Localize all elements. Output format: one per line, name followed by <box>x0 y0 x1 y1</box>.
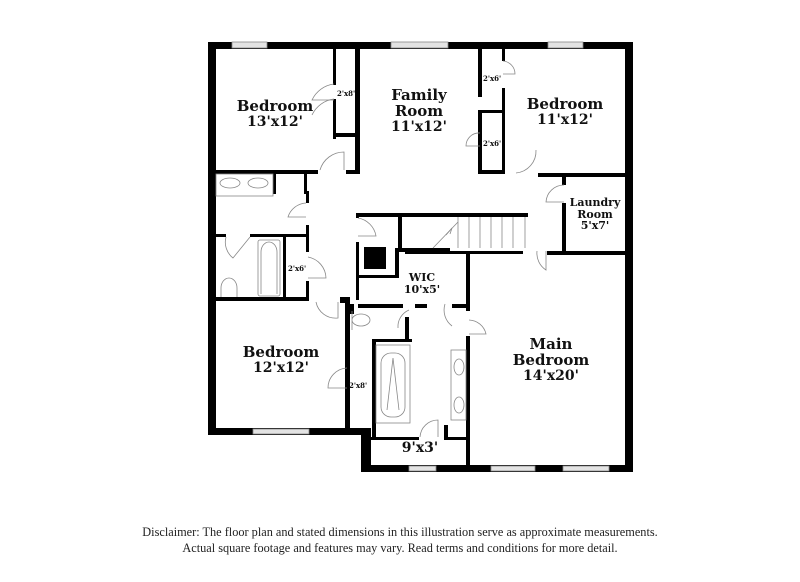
room-dimensions: 11'x12' <box>537 111 593 128</box>
closet-label: 2'x8' <box>337 89 356 98</box>
room-dimensions: 12'x12' <box>253 359 309 376</box>
toilet-icon <box>220 277 238 297</box>
closet-label: 2'x8' <box>349 381 368 390</box>
room-bedroom-sw: Bedroom 12'x12' <box>228 343 334 376</box>
sink-icon <box>453 358 465 376</box>
room-dimensions: 11'x12' <box>391 118 447 135</box>
stairs <box>432 217 526 249</box>
room-name-line2: Room <box>394 101 444 120</box>
room-dimensions: 14'x20' <box>523 367 579 384</box>
room-bedroom-nw: Bedroom 13'x12' <box>222 97 328 130</box>
toilet-icon <box>351 311 371 330</box>
double-vanity <box>215 173 274 197</box>
room-dimensions: 10'x5' <box>403 282 441 296</box>
disclaimer-line2: Actual square footage and features may v… <box>182 541 618 555</box>
bathtub-icon <box>375 344 411 424</box>
closet-label: 2'x6' <box>483 139 502 148</box>
double-vanity <box>450 349 467 421</box>
sink-icon <box>247 177 269 189</box>
room-bedroom-ne: Bedroom 11'x12' <box>515 95 615 128</box>
room-name: Bedroom <box>242 343 320 361</box>
room-name-line1: Laundry <box>569 196 621 209</box>
room-name: Bedroom <box>236 97 314 115</box>
room-name-line2: Bedroom <box>512 350 590 369</box>
room-laundry: Laundry Room 5'x7' <box>565 197 625 232</box>
room-wic: WIC 10'x5' <box>398 272 446 295</box>
room-dimensions: 9'x3' <box>401 440 439 456</box>
windows <box>231 41 610 472</box>
room-name: WIC <box>408 271 436 284</box>
room-main-bedroom: Main Bedroom 14'x20' <box>496 335 606 384</box>
bathtub-icon <box>257 239 281 297</box>
sink-icon <box>219 177 241 189</box>
room-dimensions: 13'x12' <box>247 113 303 130</box>
room-name-line2: Room <box>577 207 613 221</box>
room-dimensions: 5'x7' <box>580 219 610 233</box>
fixtures <box>215 173 467 424</box>
doors <box>224 60 565 438</box>
disclaimer-line1: Disclaimer: The floor plan and stated di… <box>142 525 658 539</box>
disclaimer: Disclaimer: The floor plan and stated di… <box>0 524 800 556</box>
closet-label: 2'x6' <box>483 74 502 83</box>
room-name-line1: Main <box>529 335 573 353</box>
room-name-line1: Family <box>391 86 447 104</box>
sink-icon <box>453 396 465 414</box>
closet-label: 2'x6' <box>288 264 307 273</box>
room-name: Bedroom <box>526 95 604 113</box>
room-closet-9x3: 9'x3' <box>385 441 455 456</box>
room-family-room: Family Room 11'x12' <box>370 86 468 135</box>
